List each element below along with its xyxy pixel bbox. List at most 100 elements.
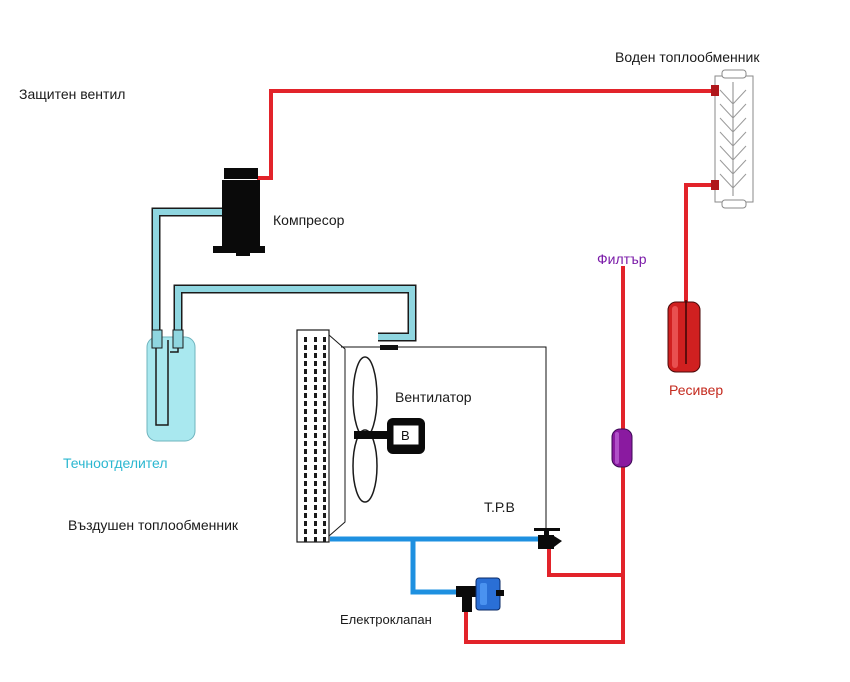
coil-fin-dot (304, 465, 307, 470)
liquid-separator-icon (146, 329, 196, 442)
discharge-line (257, 89, 714, 180)
coil-fin-dot (304, 497, 307, 502)
coil-fin-dot (323, 457, 326, 462)
coil-fin-dot (314, 489, 317, 494)
coil-fin-dot (304, 513, 307, 518)
coil-fin-dot (314, 481, 317, 486)
coil-fin-dot (304, 361, 307, 366)
coil-fin-dot (323, 433, 326, 438)
coil-fin-dot (314, 505, 317, 510)
suction-line-from-coil-fill (175, 286, 415, 345)
coil-fin-dot (304, 489, 307, 494)
coil-fin-dot (323, 393, 326, 398)
coil-fin-dot (314, 465, 317, 470)
receiver-tank-icon (667, 300, 701, 373)
coil-fin-dot (304, 353, 307, 358)
coil-fin-dot (314, 441, 317, 446)
fan-icon (352, 356, 388, 503)
filter-drier-icon (611, 428, 633, 468)
label-receiver: Ресивер (669, 382, 724, 398)
label-water-exchanger: Воден топлообменник (615, 49, 760, 65)
solenoid-branch-line (410, 539, 460, 595)
label-liquid-separator: Течноотделител (63, 455, 168, 471)
coil-fin-dot (314, 529, 317, 534)
coil-fin-dot (314, 417, 317, 422)
coil-fin-dot (304, 449, 307, 454)
coil-fin-dot (314, 433, 317, 438)
coil-fin-dot (314, 393, 317, 398)
coil-fin-dot (314, 377, 317, 382)
coil-fin-dot (304, 417, 307, 422)
label-fan: Вентилатор (395, 389, 472, 405)
coil-fin-dot (304, 433, 307, 438)
coil-fin-dot (323, 385, 326, 390)
coil-fin-dot (304, 385, 307, 390)
coil-fin-dot (314, 409, 317, 414)
fan-motor-badge: B (401, 428, 410, 443)
coil-fin-dot (314, 497, 317, 502)
coil-fin-dot (304, 337, 307, 342)
coil-fin-dot (314, 425, 317, 430)
coil-fin-dot (323, 377, 326, 382)
coil-fins (304, 337, 326, 542)
label-protective-valve: Защитен вентил (19, 86, 126, 102)
coil-fin-dot (304, 441, 307, 446)
coil-fin-dot (304, 345, 307, 350)
coil-fin-dot (314, 521, 317, 526)
coil-fin-dot (314, 537, 317, 542)
coil-fin-dot (304, 521, 307, 526)
equalizer-line (341, 346, 547, 532)
coil-fin-dot (323, 505, 326, 510)
coil-fin-dot (323, 353, 326, 358)
label-filter: Филтър (597, 251, 647, 267)
coil-fin-dot (323, 481, 326, 486)
coil-fin-dot (323, 361, 326, 366)
coil-fin-dot (314, 513, 317, 518)
coil-fin-dot (304, 529, 307, 534)
coil-fin-dot (304, 473, 307, 478)
label-air-exchanger: Въздушен топлообменник (68, 517, 239, 533)
coil-fin-dot (314, 401, 317, 406)
suction-line-to-compressor (151, 207, 222, 345)
coil-fin-dot (323, 473, 326, 478)
coil-fin-dot (323, 369, 326, 374)
coil-fin-dot (323, 497, 326, 502)
fan-motor-icon (387, 418, 425, 454)
suction-line-from-coil (173, 284, 417, 345)
coil-fin-dot (323, 537, 326, 542)
coil-fin-dot (323, 345, 326, 350)
coil-fin-dot (323, 417, 326, 422)
coil-fin-dot (304, 481, 307, 486)
coil-fin-dot (314, 369, 317, 374)
coil-fin-dot (314, 473, 317, 478)
coil-fin-dot (323, 489, 326, 494)
suction-line-to-compressor-fill (153, 209, 222, 345)
coil-fin-dot (304, 457, 307, 462)
label-expansion-valve: Т.Р.В (484, 499, 515, 515)
plate-heat-exchanger-icon (711, 69, 754, 209)
finned-coil-icon (296, 329, 346, 543)
coil-fin-dot (323, 529, 326, 534)
coil-fin-dot (323, 449, 326, 454)
coil-fin-dot (304, 401, 307, 406)
label-solenoid-valve: Електроклапан (340, 612, 432, 627)
coil-fin-dot (314, 345, 317, 350)
coil-fin-dot (304, 393, 307, 398)
solenoid-valve-icon (456, 577, 504, 612)
coil-fin-dot (323, 337, 326, 342)
coil-fin-dot (323, 513, 326, 518)
condensate-line (684, 183, 714, 304)
coil-fin-dot (304, 409, 307, 414)
coil-fin-dot (314, 385, 317, 390)
sensor-bulb (380, 345, 398, 350)
coil-fin-dot (304, 425, 307, 430)
coil-fin-dot (304, 537, 307, 542)
coil-fin-dot (314, 449, 317, 454)
coil-fin-dot (314, 337, 317, 342)
coil-fin-dot (314, 361, 317, 366)
liquid-line-to-trv (547, 548, 623, 577)
coil-fin-dot (323, 409, 326, 414)
coil-fin-dot (304, 505, 307, 510)
